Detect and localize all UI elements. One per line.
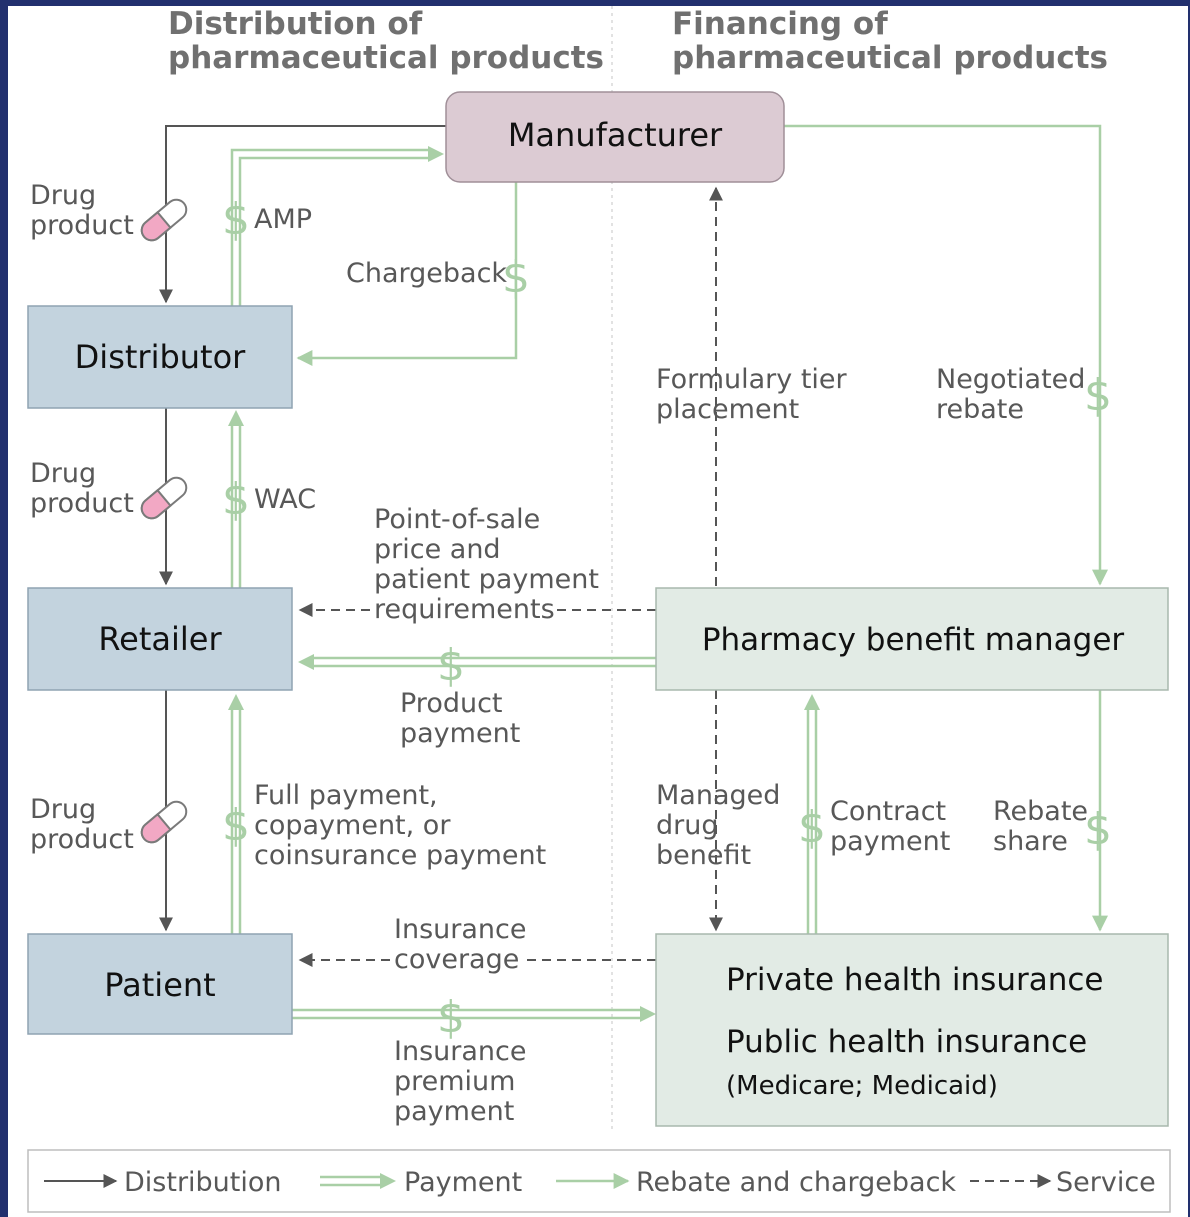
flow-diagram: Distribution of pharmaceutical products … <box>27 6 1171 1213</box>
wac-label: WAC <box>254 484 316 515</box>
pill-icon <box>140 476 188 520</box>
insurance-coverage-label: Insurance coverage <box>394 914 535 975</box>
legend-item-payment: Payment <box>320 1167 522 1198</box>
full-payment-label: Full payment, copayment, or coinsurance … <box>254 780 546 871</box>
payment-flow-amp <box>230 146 444 306</box>
payment-flow-patient-retailer <box>228 694 244 934</box>
financing-header: Financing of pharmaceutical products <box>672 6 1108 76</box>
insurance-premium-label: Insurance premium payment <box>394 1036 535 1127</box>
dollar-icon: $ <box>222 194 250 245</box>
distribution-flow-manufacturer-distributor <box>159 125 446 304</box>
dollar-icon: $ <box>222 474 250 525</box>
legend-item-rebate: Rebate and chargeback <box>556 1167 956 1198</box>
pbm-node: Pharmacy benefit manager <box>655 587 1169 691</box>
svg-text:Distribution: Distribution <box>124 1167 282 1198</box>
svg-text:Distributor: Distributor <box>75 338 247 376</box>
figure-frame: Distribution of pharmaceutical products … <box>8 6 1188 1217</box>
pill-icon <box>140 198 188 242</box>
payment-flow-pbm-retailer <box>298 654 656 670</box>
retailer-node: Retailer <box>27 587 293 691</box>
svg-text:Patient: Patient <box>104 966 215 1004</box>
dollar-icon: $ <box>1084 804 1112 855</box>
rebate-share-label: Rebate share <box>993 796 1097 857</box>
manufacturer-node: Manufacturer <box>445 91 785 183</box>
insurance-node: Private health insurance Public health i… <box>655 933 1169 1127</box>
dollar-icon: $ <box>502 252 530 303</box>
drug-product-label: Drug product <box>30 180 134 241</box>
managed-drug-benefit-label: Managed drug benefit <box>656 780 789 871</box>
payment-flow-contract <box>804 694 820 934</box>
contract-payment-label: Contract payment <box>830 796 955 857</box>
dollar-icon: $ <box>437 640 465 691</box>
svg-text:Pharmacy benefit manager: Pharmacy benefit manager <box>702 622 1125 658</box>
svg-text:Rebate and chargeback: Rebate and chargeback <box>636 1167 956 1198</box>
legend-item-distribution: Distribution <box>44 1167 282 1198</box>
svg-text:Public health insurance: Public health insurance <box>726 1024 1087 1060</box>
point-of-sale-label: Point-of-sale price and patient payment … <box>374 504 608 625</box>
negotiated-rebate-label: Negotiated rebate <box>936 364 1094 425</box>
distribution-header: Distribution of pharmaceutical products <box>168 6 604 76</box>
distributor-node: Distributor <box>27 305 293 409</box>
svg-text:Retailer: Retailer <box>98 620 222 658</box>
product-payment-label: Product payment <box>400 688 520 749</box>
dollar-icon: $ <box>222 800 250 851</box>
chargeback-flow <box>296 182 518 366</box>
dollar-icon: $ <box>437 992 465 1043</box>
svg-text:(Medicare; Medicaid): (Medicare; Medicaid) <box>726 1071 998 1101</box>
formulary-label: Formulary tier placement <box>656 364 855 425</box>
rebate-flow-negotiated <box>784 124 1108 586</box>
dollar-icon: $ <box>1084 370 1112 421</box>
chargeback-label: Chargeback <box>346 258 507 289</box>
payment-flow-wac <box>228 410 244 588</box>
legend-item-service: Service <box>970 1167 1156 1198</box>
drug-product-label: Drug product <box>30 458 134 519</box>
patient-node: Patient <box>27 933 293 1035</box>
svg-text:Service: Service <box>1056 1167 1156 1198</box>
drug-product-label: Drug product <box>30 794 134 855</box>
svg-text:Manufacturer: Manufacturer <box>508 116 723 154</box>
payment-flow-premium <box>292 1006 656 1022</box>
legend: Distribution Payment Rebate and chargeba… <box>27 1149 1171 1213</box>
amp-label: AMP <box>254 204 312 235</box>
dollar-icon: $ <box>798 802 826 853</box>
pill-icon <box>140 800 188 844</box>
svg-text:Private health insurance: Private health insurance <box>726 962 1103 998</box>
svg-text:Payment: Payment <box>404 1167 522 1198</box>
